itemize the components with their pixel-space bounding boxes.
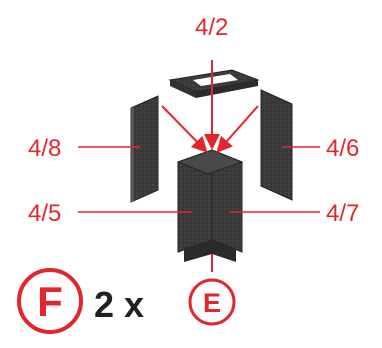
- set-letter-circle: [17, 268, 83, 334]
- ref-letter: E: [203, 288, 221, 318]
- label-left: 4/8: [28, 135, 61, 162]
- leader-lines: [78, 146, 320, 213]
- assembly-arrows: [161, 60, 259, 272]
- part-left-panel: [130, 95, 159, 203]
- part-right-panel: [260, 89, 293, 201]
- label-front-left: 4/5: [28, 200, 61, 227]
- label-top: 4/2: [195, 14, 228, 41]
- label-right: 4/6: [326, 135, 359, 162]
- set-badge: F: [17, 268, 83, 334]
- set-letter: F: [37, 278, 63, 325]
- part-front-corner: [176, 149, 244, 262]
- quantity-label: 2 x: [94, 284, 144, 325]
- label-front-right: 4/7: [326, 200, 359, 227]
- part-top-frame: [168, 69, 260, 98]
- ref-letter-circle: [188, 278, 236, 326]
- reference-badge: E: [188, 278, 236, 326]
